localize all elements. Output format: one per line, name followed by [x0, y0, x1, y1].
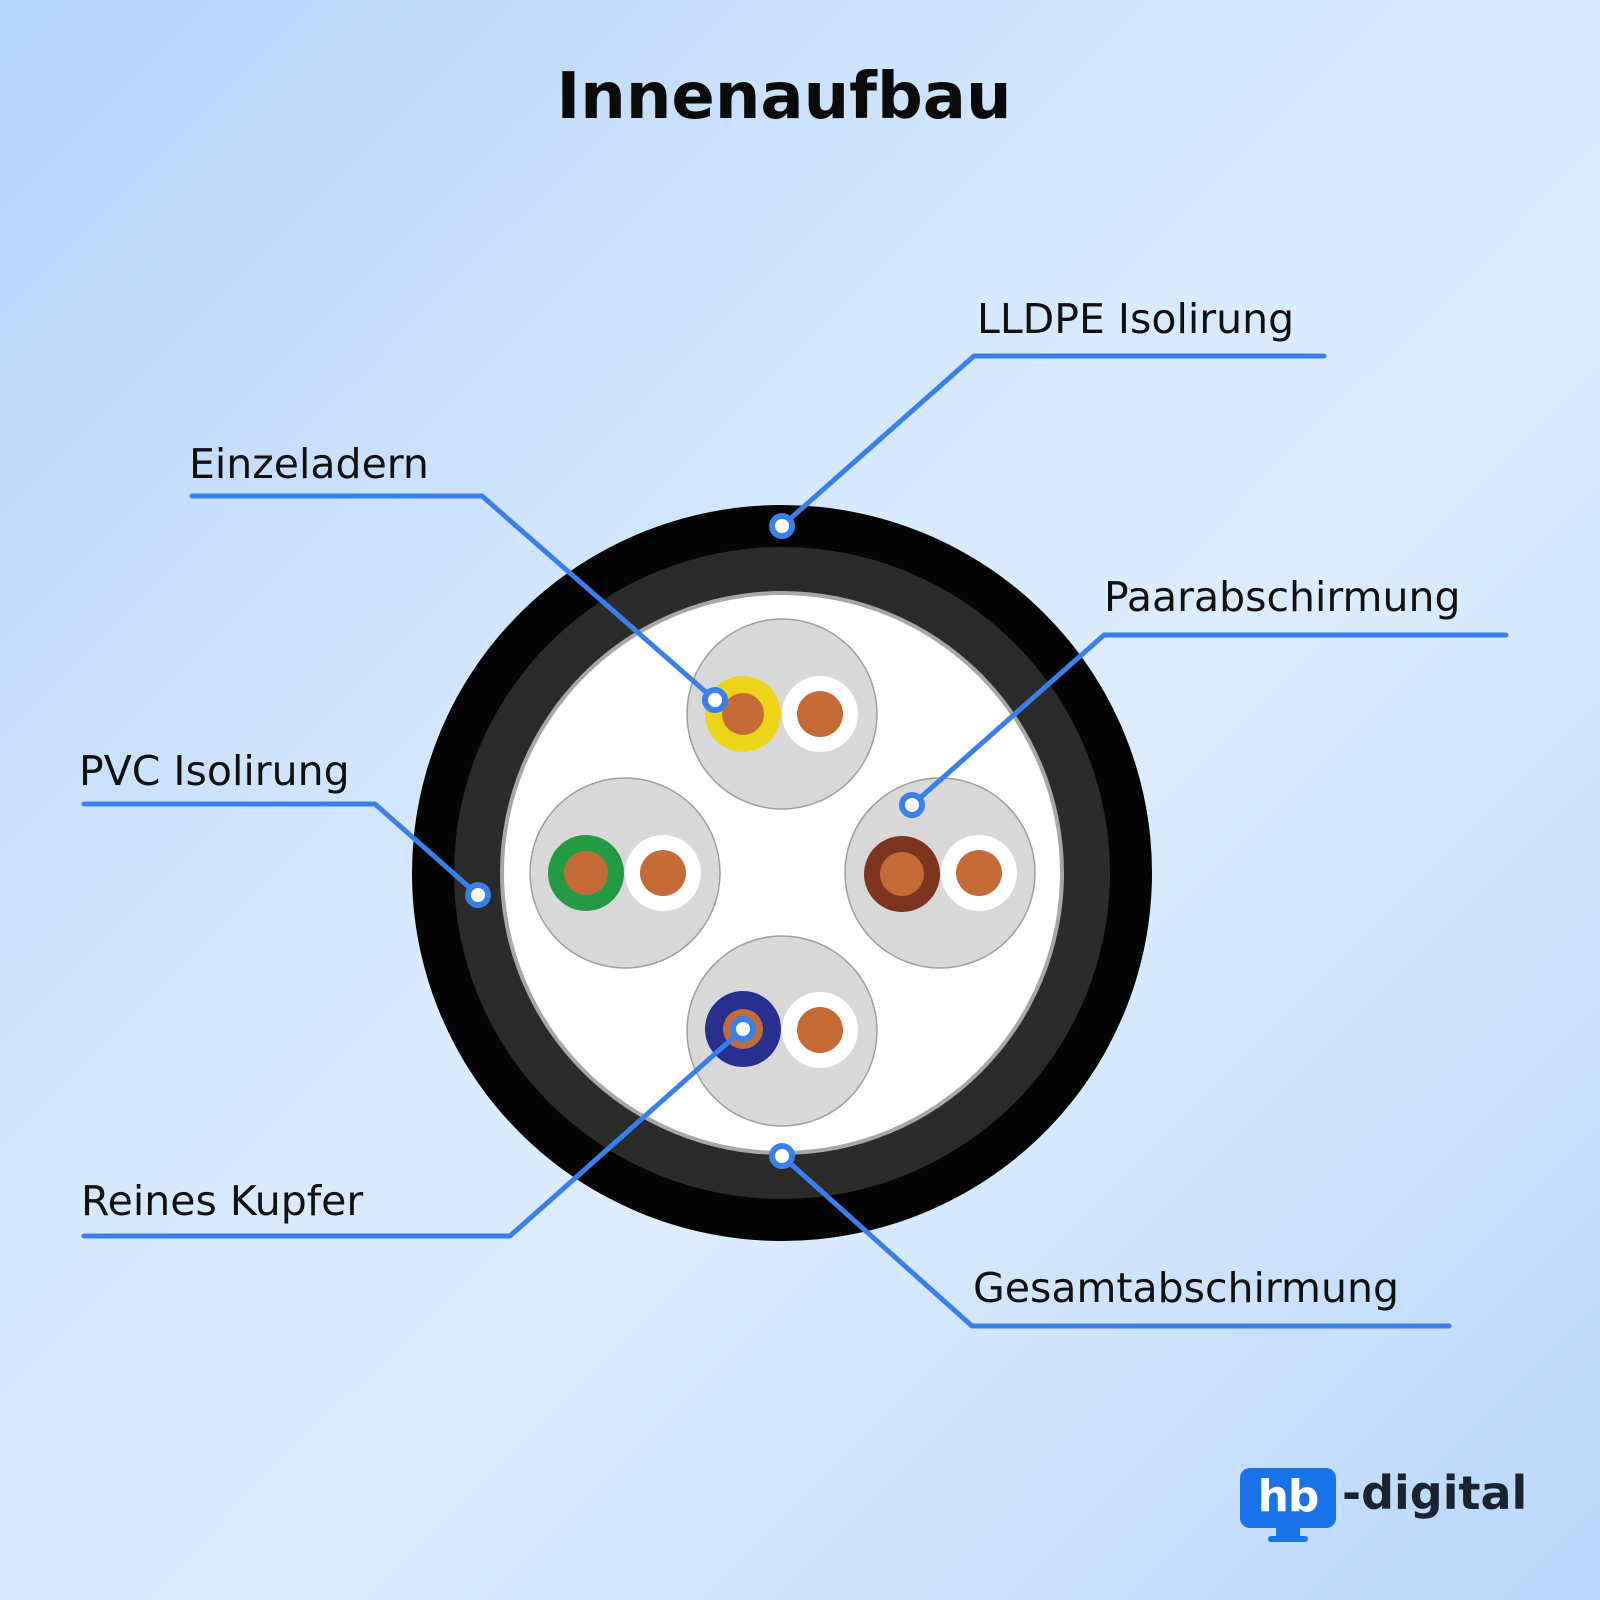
copper-conductor: [564, 851, 608, 895]
label-einzeladern: Einzeladern: [189, 440, 429, 488]
callout-line-paarabschirmung: [909, 632, 1509, 808]
callout-dot-paarabschirmung: [899, 792, 925, 818]
callout-line-gesamtabschirmung: [779, 1153, 1452, 1329]
logo-monitor-stand: [1276, 1528, 1300, 1536]
hb-digital-logo: hb -digital: [1240, 1466, 1540, 1548]
cable-cross-section: [412, 505, 1152, 1241]
copper-conductor: [797, 1007, 843, 1053]
label-gesamtabschirmung: Gesamtabschirmung: [973, 1264, 1399, 1312]
copper-conductor: [956, 850, 1002, 896]
label-reines-kupfer: Reines Kupfer: [81, 1177, 363, 1225]
diagram-title: Innenaufbau: [556, 60, 1012, 134]
logo-suffix: -digital: [1342, 1466, 1528, 1520]
callout-dot-reines-kupfer: [730, 1016, 756, 1042]
pair-left-green: [529, 777, 721, 969]
copper-conductor: [880, 852, 924, 896]
copper-conductor: [640, 850, 686, 896]
label-paarabschirmung: Paarabschirmung: [1104, 573, 1461, 621]
pair-top-yellow: [686, 618, 878, 810]
logo-monitor-base: [1268, 1536, 1308, 1542]
callout-dot-lldpe: [769, 513, 795, 539]
pair-bottom-blue: [686, 935, 878, 1127]
copper-conductor: [722, 693, 764, 735]
callout-dot-gesamtabschirmung: [769, 1143, 795, 1169]
callout-dot-pvc: [465, 882, 491, 908]
callout-line-einzeladern: [189, 493, 718, 703]
label-lldpe-isolirung: LLDPE Isolirung: [977, 295, 1294, 343]
cable-core-filler: [504, 595, 1060, 1151]
pair-shield: [686, 935, 878, 1127]
pair-right-brown: [844, 777, 1036, 969]
logo-badge: hb: [1240, 1468, 1336, 1528]
label-pvc-isolirung: PVC Isolirung: [79, 747, 350, 795]
callout-line-lldpe: [779, 353, 1327, 529]
callout-line-reines-kupfer: [81, 1026, 746, 1239]
callout-dot-einzeladern: [702, 687, 728, 713]
callout-line-pvc: [81, 801, 481, 898]
copper-conductor: [797, 691, 843, 737]
